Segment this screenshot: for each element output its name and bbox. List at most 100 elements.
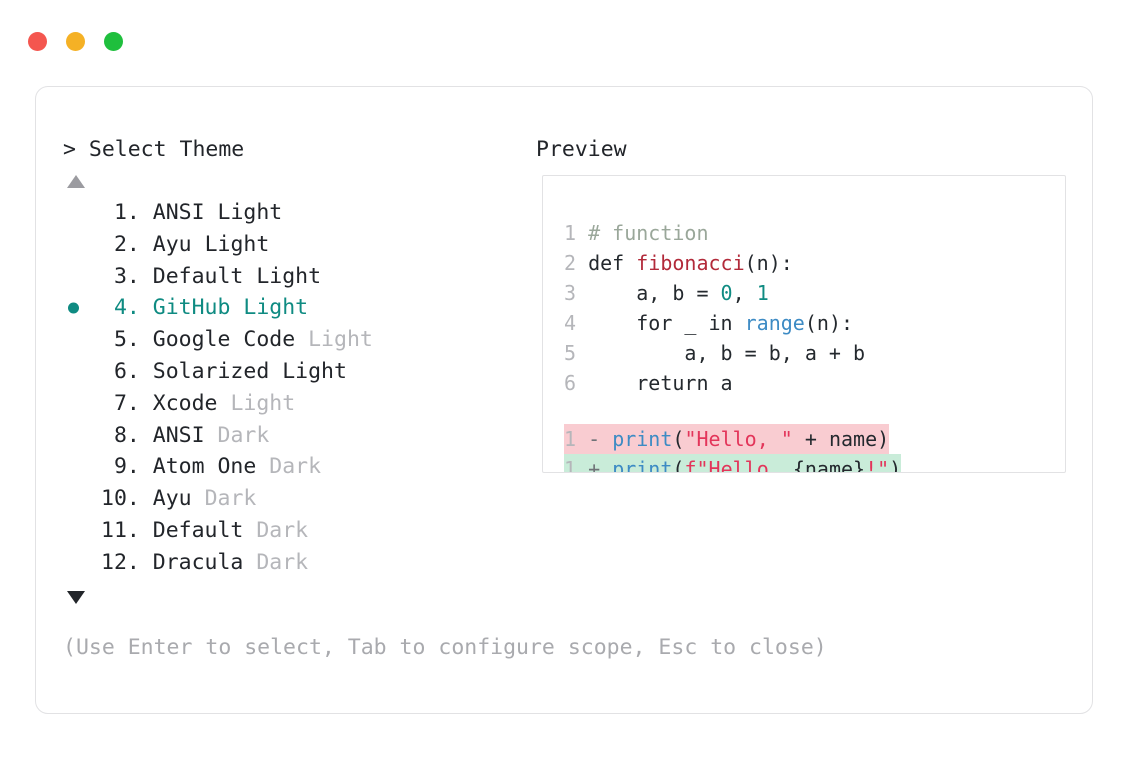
- theme-item-variant: Dark: [269, 454, 322, 480]
- diff-sign: +: [588, 457, 613, 473]
- code-line: 3 a, b = 0, 1: [564, 278, 901, 308]
- code-token: def: [588, 251, 637, 275]
- code-line: 4 for _ in range(n):: [564, 308, 901, 338]
- code-token: (: [672, 457, 685, 473]
- code-token: 1: [756, 281, 769, 305]
- theme-item-variant: Dark: [256, 549, 309, 575]
- theme-list-item[interactable]: 10. Ayu Dark: [63, 483, 533, 515]
- theme-list-item[interactable]: 2. Ayu Light: [63, 229, 533, 261]
- diff-line-add: 1 + print(f"Hello, {name}!"): [564, 454, 902, 473]
- theme-list-item[interactable]: 12. Dracula Dark: [63, 547, 533, 579]
- line-number: 2: [564, 251, 589, 275]
- theme-list-item[interactable]: 3. Default Light: [63, 261, 533, 293]
- code-token: a, b =: [588, 281, 721, 305]
- theme-item-text: 10. Ayu Dark: [101, 483, 256, 515]
- theme-list-item[interactable]: 7. Xcode Light: [63, 388, 533, 420]
- code-line: 2 def fibonacci(n):: [564, 248, 901, 278]
- close-window-button[interactable]: [28, 32, 47, 51]
- code-token: {name}: [792, 457, 866, 473]
- code-line: 1 # function: [564, 218, 901, 248]
- theme-item-index: 12.: [101, 549, 140, 575]
- diff-highlight: 1 - print("Hello, " + name): [564, 424, 890, 454]
- theme-item-name: Atom One: [139, 454, 270, 480]
- theme-item-index: 4.: [113, 295, 140, 321]
- theme-item-name: Default: [139, 263, 257, 289]
- code-token: # function: [588, 221, 709, 245]
- keyboard-hint: (Use Enter to select, Tab to configure s…: [63, 635, 827, 660]
- theme-item-index: 2.: [113, 231, 140, 257]
- code-blank-line: [564, 398, 901, 424]
- theme-item-variant: Dark: [256, 517, 309, 543]
- theme-list-item[interactable]: 8. ANSI Dark: [63, 420, 533, 452]
- diff-sign: -: [588, 427, 613, 451]
- theme-item-index: 8.: [113, 422, 140, 448]
- code-token: print: [612, 457, 673, 473]
- theme-item-name: GitHub: [139, 295, 244, 321]
- theme-item-text: 5. Google Code Light: [101, 324, 373, 356]
- preview-title: Preview: [536, 137, 627, 162]
- theme-item-name: ANSI: [139, 422, 218, 448]
- theme-item-variant: Light: [230, 390, 296, 416]
- theme-item-text: 2. Ayu Light: [101, 229, 269, 261]
- code-token: f"Hello,: [684, 457, 793, 473]
- line-number: 5: [564, 341, 589, 365]
- code-token: ): [889, 457, 902, 473]
- code-token: (n):: [744, 251, 793, 275]
- theme-item-name: Ayu: [139, 231, 205, 257]
- theme-item-name: ANSI: [139, 200, 218, 225]
- theme-item-index: 7.: [113, 390, 140, 416]
- theme-item-name: Ayu: [139, 486, 205, 512]
- code-token: for _ in: [588, 311, 745, 335]
- maximize-window-button[interactable]: [104, 32, 123, 51]
- code-token: "Hello, ": [684, 427, 793, 451]
- scroll-down-icon[interactable]: [67, 591, 85, 604]
- diff-highlight: 1 + print(f"Hello, {name}!"): [564, 454, 902, 473]
- code-line: 6 return a: [564, 368, 901, 398]
- line-number: 6: [564, 371, 589, 395]
- theme-list-item[interactable]: 4. GitHub Light: [63, 292, 533, 324]
- code-token: + name): [792, 427, 890, 451]
- theme-item-variant: Light: [308, 327, 373, 353]
- code-token: a, b = b, a + b: [588, 341, 866, 365]
- code-token: 0: [720, 281, 733, 305]
- theme-item-variant: Light: [282, 358, 347, 384]
- theme-item-text: 4. GitHub Light: [101, 292, 308, 324]
- line-number: 1: [564, 427, 589, 451]
- code-token: print: [612, 427, 673, 451]
- theme-item-name: Dracula: [139, 549, 257, 575]
- window-controls: [28, 32, 123, 51]
- theme-list-item[interactable]: 6. Solarized Light: [63, 356, 533, 388]
- theme-item-index: 9.: [113, 454, 140, 480]
- line-number: 1: [564, 221, 589, 245]
- code-token: fibonacci: [636, 251, 745, 275]
- theme-item-name: Default: [139, 517, 257, 543]
- page-title: > Select Theme: [63, 137, 245, 162]
- line-number: 4: [564, 311, 589, 335]
- scroll-up-icon[interactable]: [67, 175, 85, 188]
- theme-item-index: 3.: [113, 263, 140, 289]
- selected-bullet-icon: [68, 302, 79, 314]
- theme-item-text: 3. Default Light: [101, 261, 321, 293]
- code-token: ,: [732, 281, 757, 305]
- theme-item-text: 11. Default Dark: [101, 515, 308, 547]
- minimize-window-button[interactable]: [66, 32, 85, 51]
- theme-list-item[interactable]: 5. Google Code Light: [63, 324, 533, 356]
- theme-item-text: 7. Xcode Light: [101, 388, 295, 420]
- theme-item-variant: Light: [256, 263, 322, 289]
- theme-item-variant: Light: [243, 295, 309, 321]
- theme-item-name: Solarized: [139, 358, 283, 384]
- theme-item-variant: Light: [217, 200, 283, 225]
- theme-list-item[interactable]: 11. Default Dark: [63, 515, 533, 547]
- code-token: range: [744, 311, 805, 335]
- theme-item-index: 5.: [113, 327, 140, 353]
- theme-item-variant: Light: [204, 231, 270, 257]
- theme-list-item[interactable]: 9. Atom One Dark: [63, 451, 533, 483]
- theme-item-text: 1. ANSI Light: [101, 197, 282, 229]
- theme-item-text: 8. ANSI Dark: [101, 420, 269, 452]
- theme-list-item[interactable]: 1. ANSI Light: [63, 197, 533, 229]
- line-number: 1: [564, 457, 589, 473]
